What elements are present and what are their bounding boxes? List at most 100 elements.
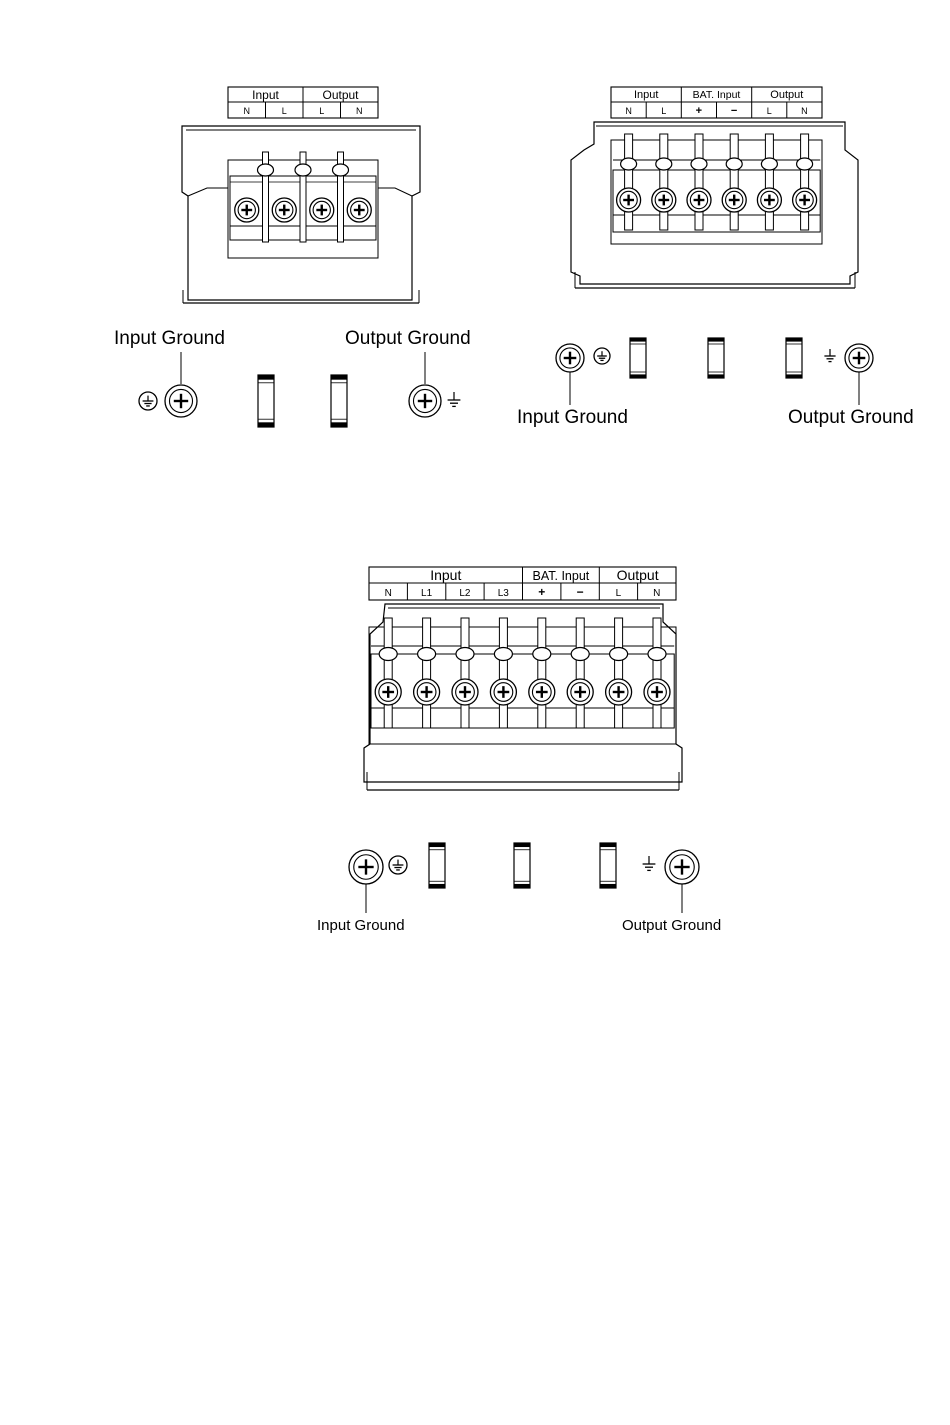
protective-earth-icon: [389, 856, 407, 874]
ground-icon: [643, 856, 656, 870]
terminal-label: N: [385, 588, 392, 599]
output-ground-label: Output Ground: [345, 328, 471, 349]
screw-terminal-icon: [617, 188, 641, 212]
screw-terminal-icon: [272, 198, 296, 222]
post-cap: [621, 158, 637, 170]
terminal-strip: [613, 134, 820, 232]
screw-terminal-icon: [452, 679, 478, 705]
protective-earth-icon: [594, 348, 610, 364]
post-cap: [456, 648, 474, 661]
ground-icon: [824, 349, 835, 362]
post-cap: [761, 158, 777, 170]
terminal-label: L1: [421, 588, 433, 599]
output-ground-label: Output Ground: [788, 407, 914, 428]
terminal-label: L: [616, 588, 622, 599]
screw-terminal-icon: [687, 188, 711, 212]
fuse-link-icon: [514, 843, 530, 888]
post-cap: [648, 648, 666, 661]
screw-terminal-icon: [567, 679, 593, 705]
header-group-input: Input: [634, 89, 658, 101]
ground-legend: [349, 843, 699, 888]
terminal-header-table: Input BAT. Input Output N L1 L2 L3 + − L…: [369, 567, 676, 600]
diagram-3: Input BAT. Input Output N L1 L2 L3 + − L…: [317, 567, 721, 934]
post-cap: [333, 164, 349, 176]
post-cap: [691, 158, 707, 170]
terminal-label: N: [244, 106, 251, 116]
header-group-output: Output: [322, 88, 359, 102]
input-ground-label: Input Ground: [114, 328, 225, 349]
screw-terminal-icon: [644, 679, 670, 705]
terminal-post: [461, 618, 469, 728]
ground-legend: [139, 375, 460, 427]
post-cap: [494, 648, 512, 661]
terminal-post: [765, 134, 773, 230]
screw-terminal-icon: [606, 679, 632, 705]
terminal-label: N: [801, 106, 808, 116]
terminal-post: [801, 134, 809, 230]
header-group-output: Output: [770, 89, 803, 101]
terminal-label: L3: [498, 588, 510, 599]
screw-terminal-icon: [165, 385, 197, 417]
post-cap: [379, 648, 397, 661]
protective-earth-icon: [139, 392, 157, 410]
screw-terminal-icon: [409, 385, 441, 417]
terminal-post: [538, 618, 546, 728]
terminal-post: [625, 134, 633, 230]
header-group-bat-input: BAT. Input: [533, 569, 590, 583]
diagram-1: Input Output N L L N Input Ground Output…: [114, 87, 471, 427]
header-group-output: Output: [617, 567, 659, 583]
terminal-label: +: [538, 585, 545, 599]
post-cap: [726, 158, 742, 170]
output-ground-label: Output Ground: [622, 917, 721, 934]
screw-terminal-icon: [652, 188, 676, 212]
terminal-housing: [364, 604, 682, 790]
post-cap: [295, 164, 311, 176]
header-group-input: Input: [252, 88, 279, 102]
header-group-input: Input: [430, 567, 461, 583]
screw-terminal-icon: [529, 679, 555, 705]
terminal-post: [730, 134, 738, 230]
terminal-post: [576, 618, 584, 728]
post-cap: [258, 164, 274, 176]
fuse-link-icon: [258, 375, 274, 427]
screw-terminal-icon: [757, 188, 781, 212]
diagram-2: Input BAT. Input Output N L + − L N Inpu…: [517, 87, 914, 428]
terminal-label: −: [577, 585, 584, 599]
screw-terminal-icon: [845, 344, 873, 372]
post-cap: [571, 648, 589, 661]
post-cap: [418, 648, 436, 661]
terminal-post: [499, 618, 507, 728]
terminal-post: [695, 134, 703, 230]
fuse-link-icon: [630, 338, 646, 378]
fuse-link-icon: [331, 375, 347, 427]
terminal-label: L: [282, 106, 287, 116]
input-ground-label: Input Ground: [517, 407, 628, 428]
screw-terminal-icon: [414, 679, 440, 705]
terminal-label: N: [625, 106, 632, 116]
terminal-strip: [371, 618, 674, 728]
terminal-post: [615, 618, 623, 728]
post-cap: [610, 648, 628, 661]
terminal-label: N: [356, 106, 363, 116]
terminal-post: [384, 618, 392, 728]
terminal-strip: [230, 152, 376, 242]
input-ground-label: Input Ground: [317, 917, 405, 934]
terminal-header-table: Input BAT. Input Output N L + − L N: [611, 87, 822, 118]
terminal-post: [653, 618, 661, 728]
ground-legend: [556, 338, 873, 378]
screw-terminal-icon: [235, 198, 259, 222]
terminal-header-table: Input Output N L L N: [228, 87, 378, 118]
screw-terminal-icon: [665, 850, 699, 884]
fuse-link-icon: [786, 338, 802, 378]
header-group-bat-input: BAT. Input: [693, 89, 741, 101]
screw-terminal-icon: [347, 198, 371, 222]
screw-terminal-icon: [349, 850, 383, 884]
terminal-post: [660, 134, 668, 230]
post-cap: [797, 158, 813, 170]
screw-terminal-icon: [793, 188, 817, 212]
fuse-link-icon: [708, 338, 724, 378]
terminal-label: L2: [459, 588, 471, 599]
screw-terminal-icon: [722, 188, 746, 212]
terminal-post: [423, 618, 431, 728]
